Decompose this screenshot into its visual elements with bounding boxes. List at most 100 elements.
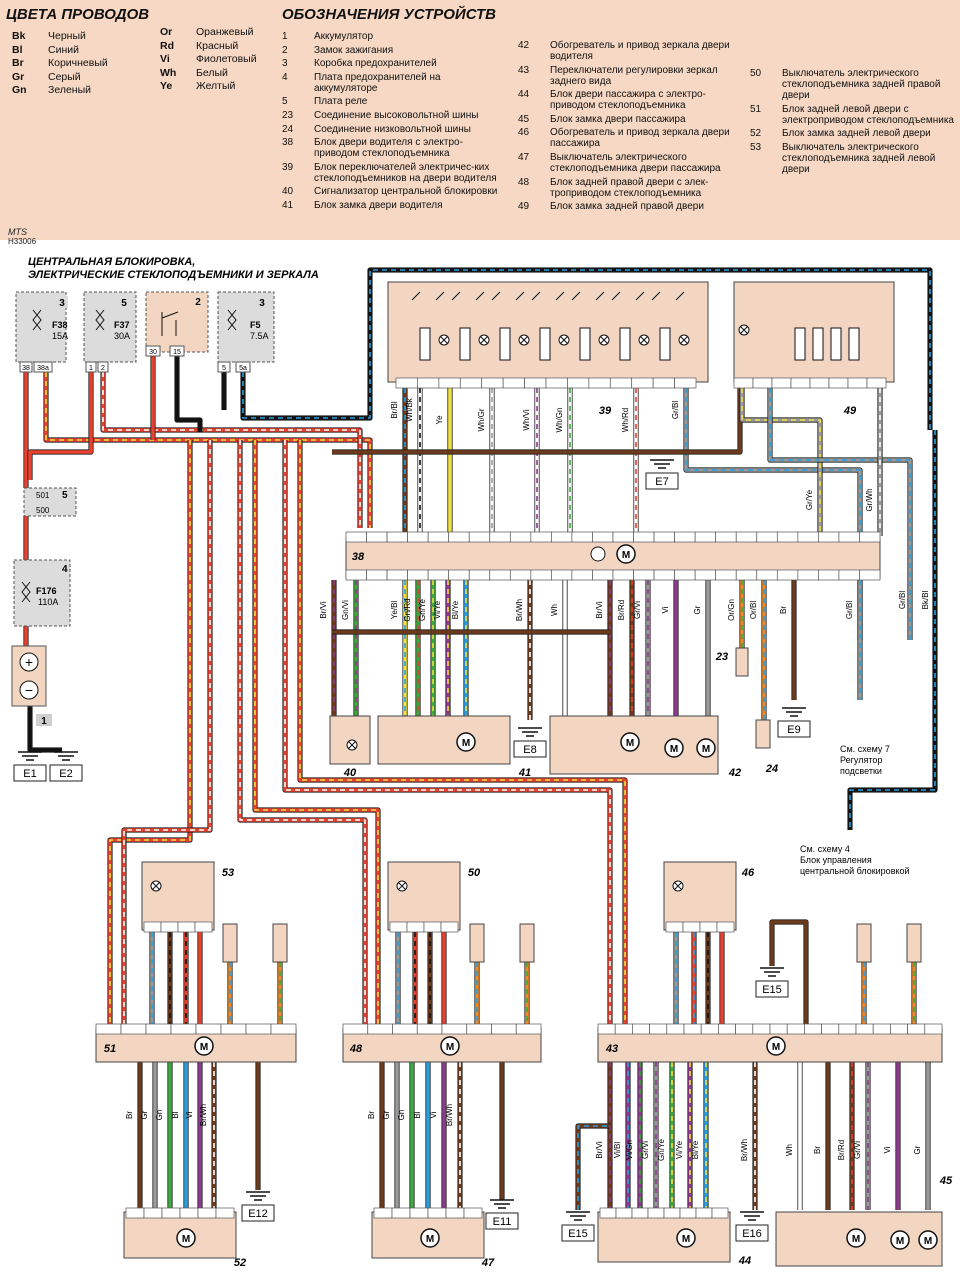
connector-44 [924, 1023, 943, 1035]
connector-38-bottom [592, 569, 614, 581]
connector-38-top [448, 531, 470, 543]
connector-43 [752, 377, 773, 389]
switch-contact [651, 291, 685, 301]
connector-53 [143, 921, 162, 933]
wire-label: Wh/Rd [621, 408, 630, 432]
connector-48 [392, 1023, 418, 1035]
motor-icon [766, 1036, 786, 1056]
block-id-47: 46 [741, 867, 755, 879]
connector-44 [769, 1023, 788, 1035]
motor-glyph: M [896, 1236, 904, 1247]
svg-text:5a: 5a [239, 365, 247, 372]
wire-label: Gn [397, 1110, 406, 1121]
connector-38-top [818, 531, 840, 543]
connector-44 [752, 1023, 771, 1035]
wire-label: Br/Vi [319, 601, 328, 618]
ground-label: E12 [248, 1208, 268, 1220]
connector-52 [125, 1207, 145, 1219]
block-id-38: 38 [352, 551, 365, 563]
wire-stripe [102, 372, 361, 528]
wire-label: Vi/Ye [675, 1140, 684, 1159]
connector-38-bottom [448, 569, 470, 581]
wire-rd-wh [101, 372, 362, 528]
svg-text:5: 5 [62, 490, 68, 501]
wire-label: Gr [382, 1110, 391, 1119]
wire-label: Gr [140, 1110, 149, 1119]
block-id-49: 47 [481, 1257, 495, 1269]
block-id-53: 53 [222, 867, 234, 879]
lamp-cross [600, 336, 608, 344]
motor-glyph: M [626, 738, 634, 749]
wire-label: Gn/Ye [418, 598, 427, 620]
wire-gr-ye [740, 388, 822, 536]
wire [575, 1123, 610, 1210]
connector-38-top [612, 531, 634, 543]
wire-label: Wh/Gn [555, 408, 564, 433]
electronics-icon [590, 546, 606, 562]
connector-38-bottom [715, 569, 737, 581]
svg-text:F37: F37 [114, 320, 130, 330]
lamp-cross [348, 741, 356, 749]
connector-50 [406, 921, 425, 933]
motor-glyph: M [200, 1042, 208, 1053]
diagram-title-2: ЭЛЕКТРИЧЕСКИЕ СТЕКЛОПОДЪЕМНИКИ И ЗЕРКАЛА [28, 269, 319, 281]
ground-tag [645, 472, 679, 490]
wire-gr-bl [684, 388, 862, 640]
block-50 [387, 861, 461, 931]
connector-38-bottom [756, 569, 778, 581]
wire-label: Or/Bl [749, 601, 758, 619]
ground-symbol [782, 707, 806, 717]
block-id-42: 42 [728, 767, 741, 779]
connector-44 [821, 1023, 840, 1035]
connector-51 [120, 1023, 147, 1035]
resistor [830, 327, 842, 361]
motor-glyph: M [772, 1042, 780, 1053]
ground-symbol [518, 727, 542, 737]
motor-glyph: M [670, 744, 678, 755]
wire-label: Br/Rd [837, 1140, 846, 1160]
fuse-f37: 5 F37 30A 1 2 [83, 291, 137, 373]
wire-label: Gr/Bl [671, 401, 680, 419]
svg-text:5: 5 [121, 298, 127, 309]
switch-contact [571, 291, 605, 301]
block-41 [377, 715, 511, 765]
connector-38-top [735, 531, 758, 543]
wire-label: Gr [913, 1145, 922, 1154]
connector-38-top [633, 531, 655, 543]
svg-text:501: 501 [36, 491, 50, 500]
ground-symbol [490, 1199, 514, 1209]
connector-23 [272, 923, 288, 963]
connector-45 [679, 1207, 697, 1219]
ground-label: E15 [762, 984, 782, 996]
lamp-cross [480, 336, 488, 344]
connector-38-bottom [571, 569, 593, 581]
connector-38-bottom [859, 569, 881, 581]
wire-stripe [123, 440, 211, 1028]
connector-44 [683, 1023, 702, 1035]
connector-50 [440, 921, 459, 933]
fuse-f5: 3 F5 7.5A 5 5a [217, 291, 275, 373]
motor-glyph: M [182, 1234, 190, 1245]
svg-text:+: + [25, 654, 33, 670]
connector-45 [599, 1207, 617, 1219]
connector-51 [170, 1023, 197, 1035]
ground-tag [735, 1224, 769, 1242]
connector-45 [631, 1207, 649, 1219]
wire-label: Ye [435, 415, 444, 425]
wire-label: Vi/Ye [433, 600, 442, 619]
connector-39 [588, 377, 611, 389]
motor-glyph: M [682, 1234, 690, 1245]
ground-symbol [566, 1211, 590, 1221]
connector-44 [804, 1023, 822, 1035]
wire-bk [175, 356, 202, 432]
